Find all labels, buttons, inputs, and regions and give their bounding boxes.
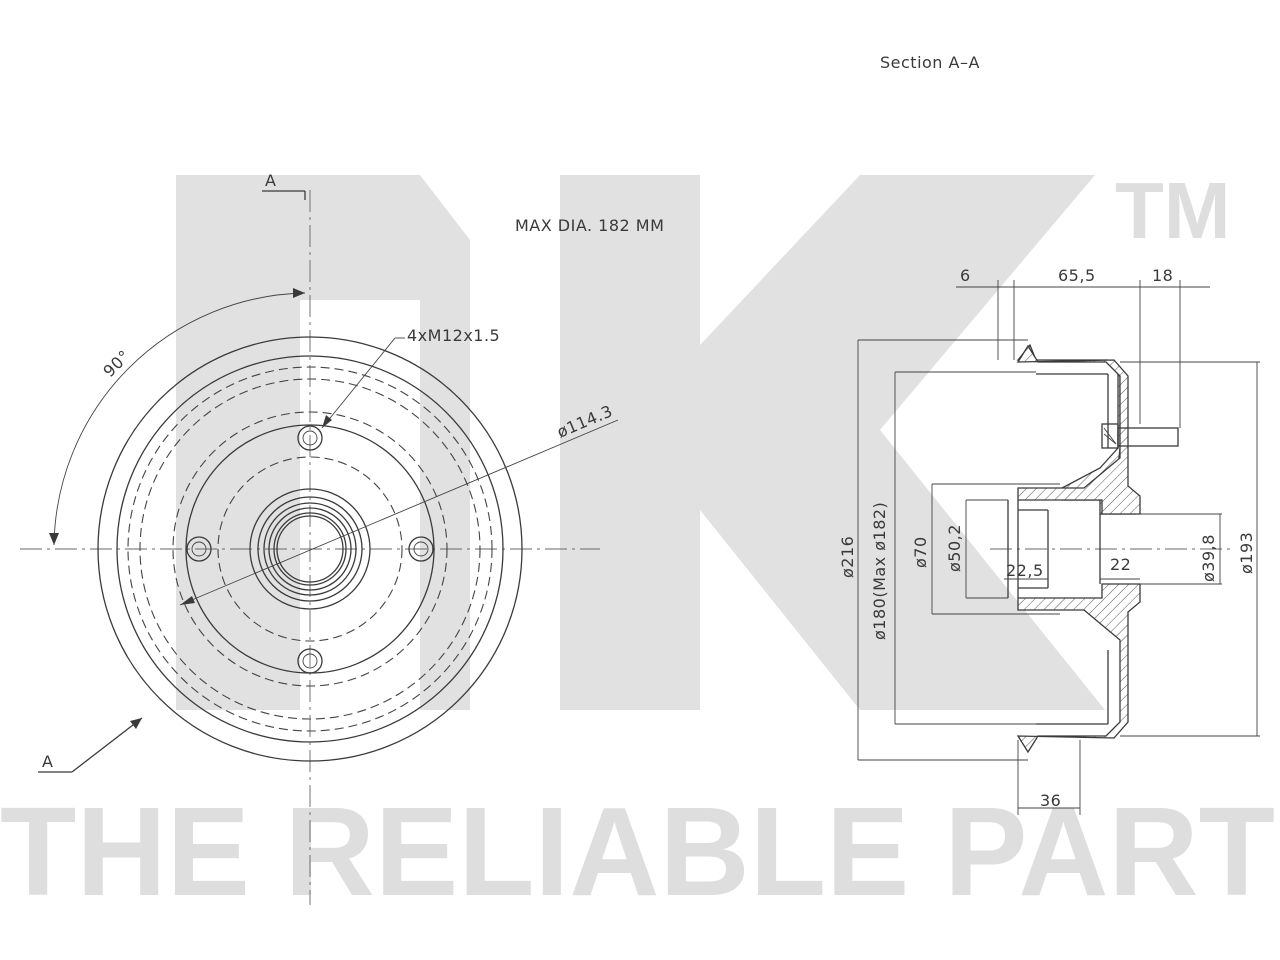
- section-marker-bottom: A: [42, 752, 53, 771]
- section-marker-top: A: [265, 171, 276, 190]
- bolt-hole-top: [297, 425, 323, 451]
- trademark-text: TM: [1115, 166, 1231, 255]
- bolt-hole-right: [408, 536, 434, 562]
- dim-outer-diameter: ø216: [838, 536, 857, 578]
- front-view: ø114.3 4xM12x1.5 90° A A MAX DIA. 182 MM: [20, 171, 664, 905]
- max-dia-note: MAX DIA. 182 MM: [515, 216, 664, 235]
- slogan-watermark: THE RELIABLE PART: [0, 781, 1275, 922]
- dim-hub-diameter: ø70: [911, 536, 930, 568]
- bolt-hole-bottom: [297, 648, 323, 674]
- nk-logo-watermark: TM: [176, 166, 1231, 710]
- section-view: 6 65,5 18 ø216 ø180(Max ø182) ø70 ø50,2 …: [838, 266, 1260, 815]
- dim-bore-outer: ø50,2: [945, 524, 964, 572]
- dim-hub-depth: 65,5: [1058, 266, 1096, 285]
- dim-stud-length: 18: [1152, 266, 1173, 285]
- dim-bore-inner: ø39,8: [1199, 534, 1218, 582]
- thread-spec-label: 4xM12x1.5: [407, 326, 500, 345]
- bolt-hole-left: [186, 536, 212, 562]
- dim-flange-thickness: 6: [960, 266, 971, 285]
- dim-drum-diameter: ø180(Max ø182): [870, 502, 889, 640]
- dim-bore-depth-right: 22: [1110, 555, 1131, 574]
- dim-rim-width: 36: [1040, 791, 1061, 810]
- section-title: Section A–A: [880, 53, 980, 72]
- dim-flange-diameter: ø193: [1237, 532, 1256, 574]
- dim-bore-depth-left: 22,5: [1006, 561, 1044, 580]
- angle-label: 90°: [99, 346, 134, 381]
